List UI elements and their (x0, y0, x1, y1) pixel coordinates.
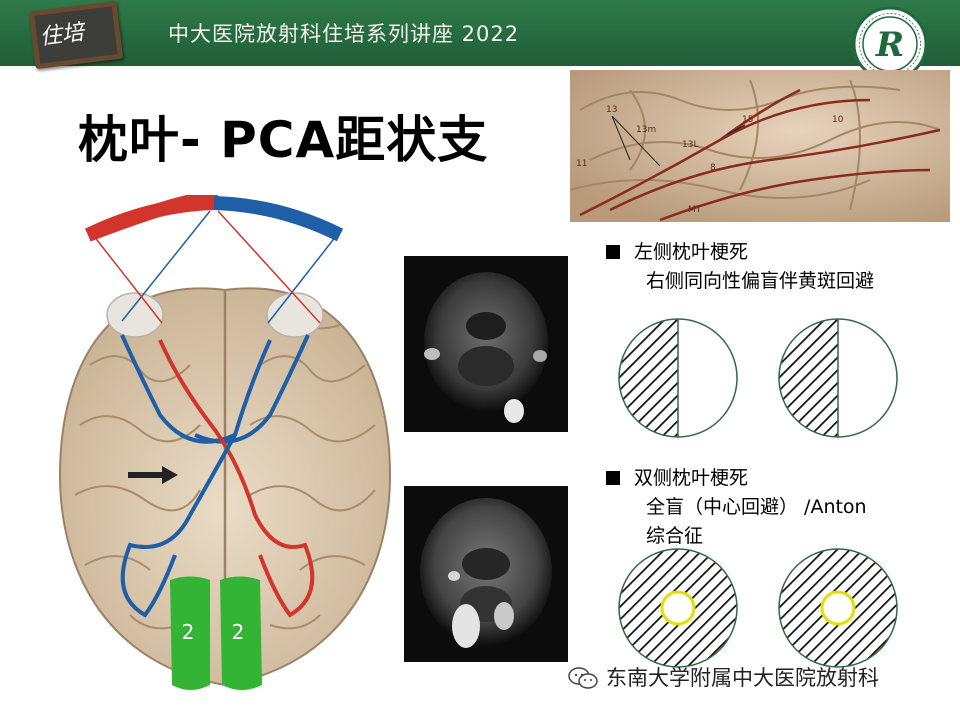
visual-field-left-total-blindness (618, 548, 738, 668)
visual-field-left-hemianopia (618, 318, 738, 438)
bullet-heading: 双侧枕叶梗死 (634, 467, 749, 489)
bullet-detail: 右侧同向性偏盲伴黄斑回避 (646, 270, 875, 292)
dwi-mri-image-left-infarct (404, 256, 568, 432)
anat-label-13m: 13m (636, 125, 656, 135)
header-title: 中大医院放射科住培系列讲座 2022 (168, 22, 520, 46)
visual-pathway-illustration: 2 2 (58, 195, 392, 690)
square-bullet-icon (606, 245, 620, 259)
anat-label-8: 8 (710, 163, 716, 173)
anat-label-10: 10 (832, 115, 844, 125)
bullet-left-occipital-infarct: 左侧枕叶梗死 右侧同向性偏盲伴黄斑回避 (606, 238, 874, 296)
watermark-text: 东南大学附属中大医院放射科 (606, 666, 879, 690)
watermark: 东南大学附属中大医院放射科 (568, 662, 879, 692)
occipital-region-labels: 2 2 (170, 576, 262, 690)
logo-text: 住培 (38, 20, 86, 51)
dwi-mri-image-bilateral-infarct (404, 486, 568, 662)
slide-title: 枕叶- PCA距状支 (78, 111, 489, 169)
bullet-detail: 全盲（中心回避） /Anton (646, 496, 867, 518)
visual-field-right-total-blindness (778, 548, 898, 668)
seal-letter: R (875, 25, 904, 65)
anat-label-mt: MT (688, 205, 702, 215)
square-bullet-icon (606, 471, 620, 485)
anat-label-15: 15 (742, 115, 753, 125)
hospital-seal-logo: R (852, 6, 928, 82)
bullet-bilateral-occipital-infarct: 双侧枕叶梗死 全盲（中心回避） /Anton 综合征 (606, 464, 867, 551)
anat-label-13: 13 (606, 105, 617, 115)
anat-label-11: 11 (576, 159, 587, 169)
wechat-icon (568, 667, 598, 689)
chalkboard-logo: 住培 (28, 0, 124, 70)
anat-label-13L: 13L (682, 140, 698, 150)
bullet-heading: 左侧枕叶梗死 (634, 241, 749, 263)
occipital-label-right: 2 (232, 620, 245, 644)
occipital-label-left: 2 (182, 620, 195, 644)
visual-field-right-hemianopia (778, 318, 898, 438)
bullet-detail: 综合征 (646, 525, 704, 547)
header-bar: 住培 中大医院放射科住培系列讲座 2022 (0, 0, 960, 70)
arterial-anatomy-image: 13 13m 13L 15 10 8 11 MT (570, 70, 950, 222)
